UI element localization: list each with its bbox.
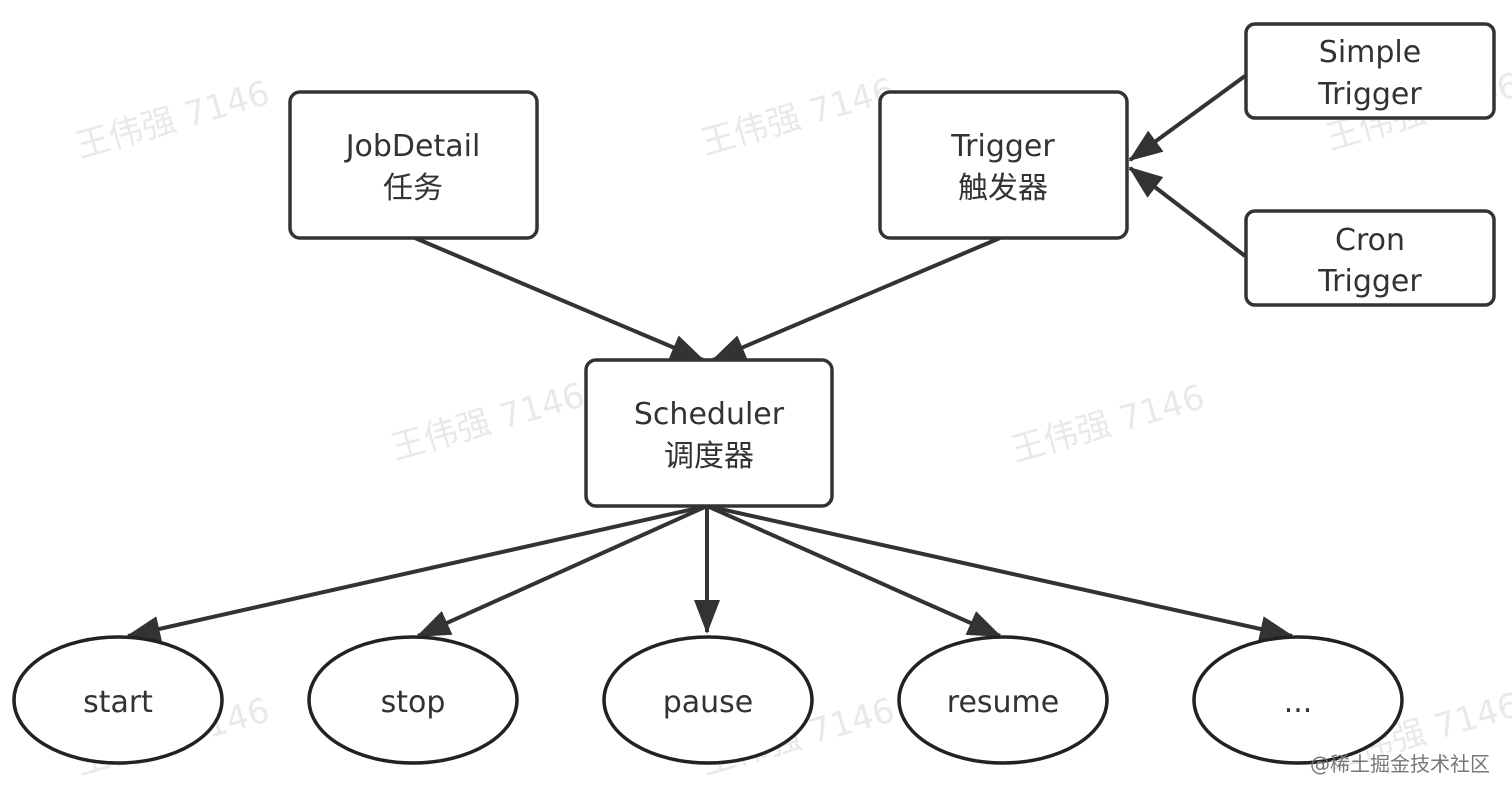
- node-start: start: [12, 635, 224, 765]
- simple-trigger-label: Simple: [1319, 35, 1421, 70]
- scheduler-label: Scheduler: [634, 397, 785, 432]
- node-jobdetail: JobDetail 任务: [288, 90, 539, 240]
- edge-jobdetail-to-scheduler: [414, 236, 705, 362]
- resume-ellipse: [897, 635, 1109, 765]
- node-simple-trigger: Simple Trigger: [1244, 22, 1496, 120]
- start-label: start: [83, 685, 153, 720]
- site-credit: @稀土掘金技术社区: [1310, 752, 1490, 776]
- jobdetail-label: JobDetail: [344, 129, 481, 164]
- start-ellipse: [12, 635, 224, 765]
- watermark: 王伟强 7146: [386, 375, 589, 468]
- pause-ellipse: [602, 635, 814, 765]
- edge-scheduler-to-more: [706, 504, 1294, 642]
- more-label: ...: [1284, 685, 1313, 720]
- node-pause: pause: [602, 635, 814, 765]
- node-stop: stop: [307, 635, 519, 765]
- node-resume: resume: [897, 635, 1109, 765]
- edges: [126, 74, 1294, 642]
- edge-scheduler-to-stop: [416, 504, 708, 638]
- edge-scheduler-to-resume: [706, 504, 1002, 638]
- node-scheduler: Scheduler 调度器: [584, 358, 834, 508]
- edge-simple-trigger-to-trigger: [1128, 74, 1247, 162]
- cron-trigger-label: Cron: [1335, 223, 1405, 258]
- jobdetail-box: [288, 90, 539, 240]
- watermark: 王伟强 7146: [1006, 377, 1209, 470]
- scheduler-box: [584, 358, 834, 508]
- stop-label: stop: [381, 685, 446, 720]
- jobdetail-sublabel: 任务: [383, 171, 443, 206]
- watermark: 王伟强 7146: [71, 73, 274, 166]
- trigger-label: Trigger: [950, 129, 1055, 164]
- node-trigger: Trigger 触发器: [878, 90, 1129, 240]
- edge-trigger-to-scheduler: [711, 236, 1001, 362]
- edge-scheduler-to-start: [126, 504, 708, 642]
- more-ellipse: [1192, 635, 1404, 765]
- node-more: ...: [1192, 635, 1404, 765]
- scheduler-sublabel: 调度器: [664, 439, 754, 474]
- edge-cron-trigger-to-trigger: [1128, 166, 1247, 258]
- simple-trigger-box: [1244, 22, 1496, 120]
- resume-label: resume: [947, 685, 1059, 720]
- stop-ellipse: [307, 635, 519, 765]
- trigger-box: [878, 90, 1129, 240]
- watermark: 王伟强 7146: [696, 70, 899, 163]
- cron-trigger-box: [1244, 209, 1496, 307]
- cron-trigger-sublabel: Trigger: [1317, 264, 1422, 299]
- trigger-sublabel: 触发器: [958, 171, 1048, 206]
- pause-label: pause: [663, 685, 754, 720]
- node-cron-trigger: Cron Trigger: [1244, 209, 1496, 307]
- simple-trigger-sublabel: Trigger: [1317, 77, 1422, 112]
